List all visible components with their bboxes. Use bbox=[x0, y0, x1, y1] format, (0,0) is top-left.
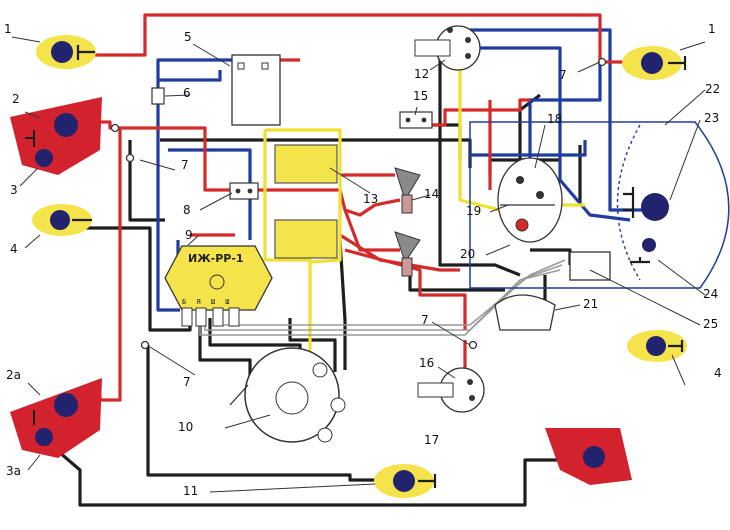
taillight-left-2 bbox=[10, 97, 102, 175]
callout-15: 15 bbox=[413, 89, 429, 103]
callout-1-left: 1 bbox=[4, 22, 12, 36]
spark-plugs bbox=[394, 167, 421, 277]
central-switch bbox=[497, 157, 563, 243]
headlamp-housing bbox=[469, 121, 730, 289]
relay-25 bbox=[569, 251, 611, 281]
callout-25: 25 bbox=[703, 317, 719, 331]
callout-13: 13 bbox=[363, 192, 379, 206]
callout-10: 10 bbox=[178, 420, 194, 434]
voltage-regulator bbox=[164, 245, 273, 327]
callout-7-b: 7 bbox=[559, 68, 567, 82]
turn-signal-lamps bbox=[32, 35, 687, 498]
callout-19: 19 bbox=[466, 204, 482, 218]
callout-2a: 2а bbox=[6, 368, 21, 382]
generator bbox=[229, 347, 346, 443]
callout-11: 11 bbox=[183, 484, 199, 498]
turn-signal-front-right bbox=[622, 46, 687, 80]
callout-7-d: 7 bbox=[421, 313, 429, 327]
callout-3: 3 bbox=[10, 183, 18, 197]
turn-signal-left-4 bbox=[32, 204, 92, 236]
junctions bbox=[110, 57, 607, 350]
callout-9: 9 bbox=[185, 228, 193, 242]
callout-6: 6 bbox=[183, 86, 191, 100]
callout-24: 24 bbox=[703, 287, 719, 301]
fuse bbox=[151, 87, 165, 105]
callout-3a: 3а bbox=[6, 464, 21, 478]
regulator-pins: Б Я Ш Ш bbox=[182, 298, 233, 306]
callout-22: 22 bbox=[705, 82, 721, 96]
callout-4-left: 4 bbox=[10, 242, 18, 256]
callout-20: 20 bbox=[460, 247, 476, 261]
callout-7-c: 7 bbox=[183, 375, 191, 389]
horn-12 bbox=[414, 25, 481, 71]
callout-1-right: 1 bbox=[708, 22, 716, 36]
stop-switch-21 bbox=[494, 294, 556, 331]
callout-4-right: 4 bbox=[714, 366, 722, 380]
callout-16: 16 bbox=[419, 356, 435, 370]
turn-signal-right-4 bbox=[627, 330, 687, 362]
callout-7-a: 7 bbox=[181, 158, 189, 172]
switch-8 bbox=[229, 182, 259, 200]
callout-21: 21 bbox=[583, 297, 599, 311]
callout-8: 8 bbox=[183, 203, 191, 217]
callout-12: 12 bbox=[414, 67, 430, 81]
callout-23: 23 bbox=[704, 111, 720, 125]
taillight-left-2a bbox=[10, 378, 102, 458]
turn-signal-front-left bbox=[36, 35, 96, 69]
taillight-right-17 bbox=[545, 428, 632, 485]
callout-18: 18 bbox=[547, 112, 563, 126]
taillights bbox=[10, 97, 632, 485]
callout-17: 17 bbox=[424, 433, 440, 447]
callout-2: 2 bbox=[12, 92, 20, 106]
horn-16 bbox=[417, 367, 485, 413]
battery bbox=[231, 54, 281, 126]
callout-14: 14 bbox=[424, 187, 440, 201]
ignition-coils bbox=[274, 144, 338, 259]
rear-lamp-11 bbox=[374, 464, 437, 498]
regulator-label: ИЖ-РР-1 bbox=[188, 252, 244, 265]
callout-5: 5 bbox=[184, 30, 192, 44]
